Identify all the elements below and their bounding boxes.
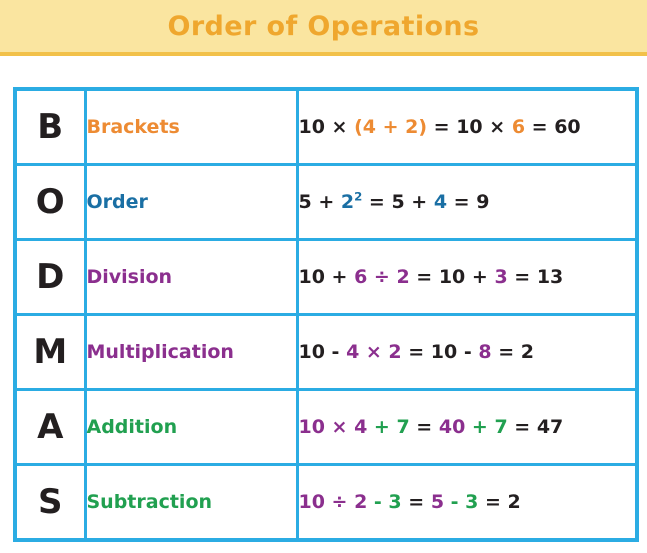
equation-segment: 22: [340, 189, 363, 213]
equation-segment: = 5 +: [362, 191, 434, 213]
equation-segment: = 10 ×: [427, 116, 512, 138]
operation-example: 10 × 4 + 7 = 40 + 7 = 47: [295, 388, 639, 466]
row-letter-m: M: [13, 313, 87, 391]
equation-segment: 10 -: [298, 341, 347, 363]
equation-segment: = 47: [507, 416, 564, 438]
row-letter-b: B: [13, 87, 87, 166]
equation-segment: =: [401, 491, 431, 513]
equation-segment: = 13: [507, 266, 564, 288]
operation-name: Multiplication: [83, 313, 299, 391]
equation-segment: 40: [438, 416, 466, 438]
page-title: Order of Operations: [167, 10, 480, 42]
equation-segment: 6 ÷ 2: [354, 266, 410, 288]
operation-name: Brackets: [83, 87, 299, 166]
equation-segment: - 3: [444, 491, 479, 513]
equation-segment: = 10 -: [401, 341, 479, 363]
operation-name: Order: [83, 163, 299, 241]
row-letter-a: A: [13, 388, 87, 466]
equation-segment: = 60: [525, 116, 581, 138]
equation-segment: 8: [478, 341, 492, 363]
equation-segment: - 3: [367, 491, 402, 513]
equation-segment: 3: [494, 266, 508, 288]
equation-segment: = 10 +: [409, 266, 495, 288]
equation-segment: 4: [433, 191, 448, 213]
equation-segment: (4 + 2): [354, 116, 428, 138]
equation-segment: =: [409, 416, 439, 438]
operation-name: Subtraction: [83, 463, 299, 542]
row-letter-o: O: [13, 163, 87, 241]
equation-segment: + 7: [465, 416, 508, 438]
equation-segment: + 7: [367, 416, 410, 438]
operation-example: 10 ÷ 2 - 3 = 5 - 3 = 2: [295, 463, 639, 542]
operation-example: 10 - 4 × 2 = 10 - 8 = 2: [295, 313, 639, 391]
operation-example: 10 + 6 ÷ 2 = 10 + 3 = 13: [295, 238, 639, 316]
operation-example: 5 + 22 = 5 + 4 = 9: [295, 163, 639, 241]
equation-segment: 4 × 2: [346, 341, 402, 363]
title-banner: Order of Operations: [0, 0, 647, 56]
row-letter-s: S: [13, 463, 87, 542]
operation-example: 10 × (4 + 2) = 10 × 6 = 60: [295, 87, 639, 166]
equation-segment: 10 × 4: [298, 416, 368, 438]
equation-segment: 6: [511, 116, 526, 138]
operation-name: Addition: [83, 388, 299, 466]
equation-segment: 10 +: [298, 266, 355, 288]
equation-segment: = 9: [447, 191, 490, 213]
row-letter-d: D: [13, 238, 87, 316]
equation-segment: 10 ÷ 2: [298, 491, 368, 513]
equation-segment: 5 +: [298, 191, 341, 213]
equation-segment: 10 ×: [298, 116, 355, 138]
operation-name: Division: [83, 238, 299, 316]
equation-segment: = 2: [491, 341, 534, 363]
exponent: 2: [354, 189, 363, 204]
equation-segment: = 2: [478, 491, 521, 513]
equation-segment: 5: [430, 491, 445, 513]
